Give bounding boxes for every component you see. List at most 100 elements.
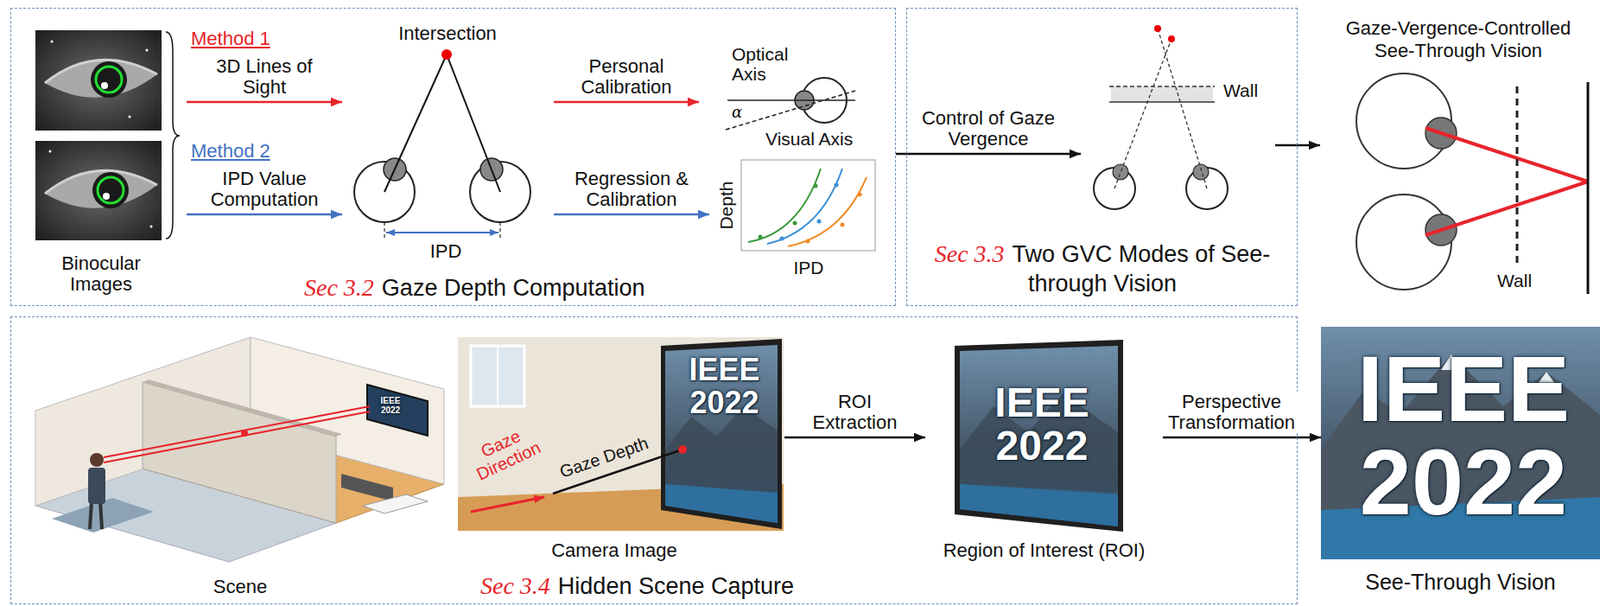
- direction-label: Gaze Direction: [463, 419, 547, 484]
- edge-label: ROI Extraction: [800, 391, 909, 433]
- edge-label: Perspective Transformation: [1162, 391, 1302, 433]
- camera-illustration: [470, 345, 525, 407]
- camera-illustration: [678, 444, 687, 454]
- eye-photo: [92, 171, 129, 209]
- roi-illustration: [954, 339, 1124, 532]
- camera-illustration: [665, 406, 778, 493]
- scene-illustration: [89, 452, 104, 467]
- eye-photo: [101, 82, 108, 89]
- eye-photo: [146, 49, 149, 52]
- depth-label: Gaze Depth: [555, 432, 652, 483]
- axis-title: IPD: [782, 257, 835, 278]
- eye-axis-figure: Optical Axis αVisual Axis: [698, 31, 874, 153]
- section-number: Sec 3.4: [480, 571, 551, 599]
- scene-illustration: [362, 494, 428, 514]
- scene-illustration: [35, 336, 445, 562]
- eye-photo: [50, 40, 54, 44]
- camera-illustration: [457, 336, 784, 531]
- wall-sketch: [1112, 164, 1129, 180]
- depth-chart-plot: [780, 236, 785, 242]
- wall-figure: Wall: [1080, 18, 1276, 217]
- depth-chart-plot: [840, 222, 845, 228]
- depth-chart-plot: [817, 219, 822, 224]
- eye-axis-sketch: [727, 99, 856, 102]
- depth-chart-plot: [767, 168, 843, 244]
- see-through-figure: Gaze-Vergence-Controlled See-Through Vis…: [1320, 12, 1597, 299]
- roi-illustration: [959, 483, 1118, 527]
- depth-chart-plot: [834, 183, 839, 188]
- camera-illustration: [660, 338, 782, 529]
- roi-image: Region of Interest (ROI) IEEE 2022: [925, 336, 1163, 563]
- panel-heading: Sec 3.2Gaze Depth Computation: [304, 272, 646, 304]
- see-through-sketch: [1356, 73, 1588, 294]
- section-panel: Sec 3.2Gaze Depth Computation Binocular I…: [10, 7, 896, 306]
- screen-text: IEEE 2022: [1346, 342, 1581, 529]
- depth-chart: DepthIPD: [709, 156, 883, 282]
- roi-illustration: [959, 345, 1118, 527]
- section-title: Hidden Scene Capture: [558, 572, 794, 599]
- camera-image: Camera ImageGaze DirectionGaze DepthIEEE…: [458, 336, 785, 563]
- scene-illustration: [100, 501, 102, 529]
- camera-illustration: [496, 345, 499, 407]
- depth-chart-plot: [748, 168, 821, 242]
- eye-photo: [150, 225, 153, 229]
- roi-illustration: [954, 339, 1124, 532]
- wall-sketch: [1093, 25, 1228, 210]
- image-caption: Scene: [196, 576, 284, 597]
- depth-chart-plot: [741, 159, 876, 251]
- image-caption: Binocular Images: [36, 253, 166, 295]
- section-title: Gaze Depth Computation: [381, 274, 646, 301]
- wall-sketch: [1109, 101, 1215, 103]
- method-label: Method 1: [190, 27, 271, 51]
- axis-label: Optical Axis: [731, 44, 806, 84]
- result-illustration: [1320, 326, 1600, 559]
- camera-illustration: [470, 496, 545, 512]
- depth-chart-plot: [806, 239, 811, 244]
- eye-photo: [102, 192, 110, 200]
- depth-chart-plot: [787, 177, 867, 247]
- eye-axis-sketch: [725, 90, 856, 130]
- scene-illustration: [142, 381, 337, 523]
- edge-label: Regression & Calibration: [569, 168, 695, 210]
- edge-label: IPD Value Computation: [203, 168, 325, 210]
- brace: [165, 31, 180, 239]
- camera-illustration: [665, 483, 778, 523]
- screen-text: IEEE 2022: [375, 395, 406, 415]
- flow-arrow: [186, 101, 343, 104]
- vergence-sketch: [354, 49, 531, 239]
- scene-illustration: [89, 501, 92, 529]
- panel-heading: Sec 3.4 Hidden Scene Capture: [480, 572, 794, 600]
- eye-photo: [35, 30, 162, 131]
- depth-chart-plot: [813, 184, 819, 189]
- image-caption: Region of Interest (ROI): [925, 539, 1163, 561]
- vergence-sketch: [441, 49, 452, 60]
- image-caption: See-Through Vision: [1320, 570, 1600, 595]
- edge-label: 3D Lines of Sight: [208, 56, 321, 98]
- figure-title: Gaze-Vergence-Controlled See-Through Vis…: [1333, 17, 1584, 64]
- result-image: See-Through Vision IEEE 2022: [1320, 324, 1600, 602]
- wall-sketch: [1109, 85, 1215, 88]
- angle-symbol: α: [731, 103, 750, 121]
- section-panel: Sec 3.4 Hidden Scene Capture Scene IEEE 202…: [10, 316, 1298, 604]
- axis-label: Visual Axis: [765, 128, 870, 149]
- wall-sketch: [1193, 164, 1209, 180]
- binocular-images: Binocular Images: [26, 26, 187, 286]
- flow-arrow: [784, 436, 926, 439]
- scene-image: Scene IEEE 2022: [36, 336, 447, 600]
- wall-label: Wall: [1223, 80, 1271, 101]
- wall-sketch: [1114, 38, 1172, 189]
- scene-illustration: [142, 379, 343, 437]
- point-label: Intersection: [395, 23, 500, 45]
- wall-sketch: [1154, 25, 1162, 32]
- eye-photo: [35, 30, 162, 241]
- depth-chart-plot: [741, 159, 876, 251]
- eye-photo: [35, 140, 162, 241]
- camera-illustration: [457, 483, 784, 531]
- camera-illustration: [665, 344, 778, 523]
- dimension-label: IPD: [419, 241, 472, 262]
- see-through-sketch: [1425, 181, 1588, 235]
- screen-text: IEEE 2022: [977, 380, 1107, 469]
- scene-illustration: [88, 467, 106, 504]
- see-through-sketch: [1425, 127, 1588, 182]
- camera-illustration: [457, 336, 784, 497]
